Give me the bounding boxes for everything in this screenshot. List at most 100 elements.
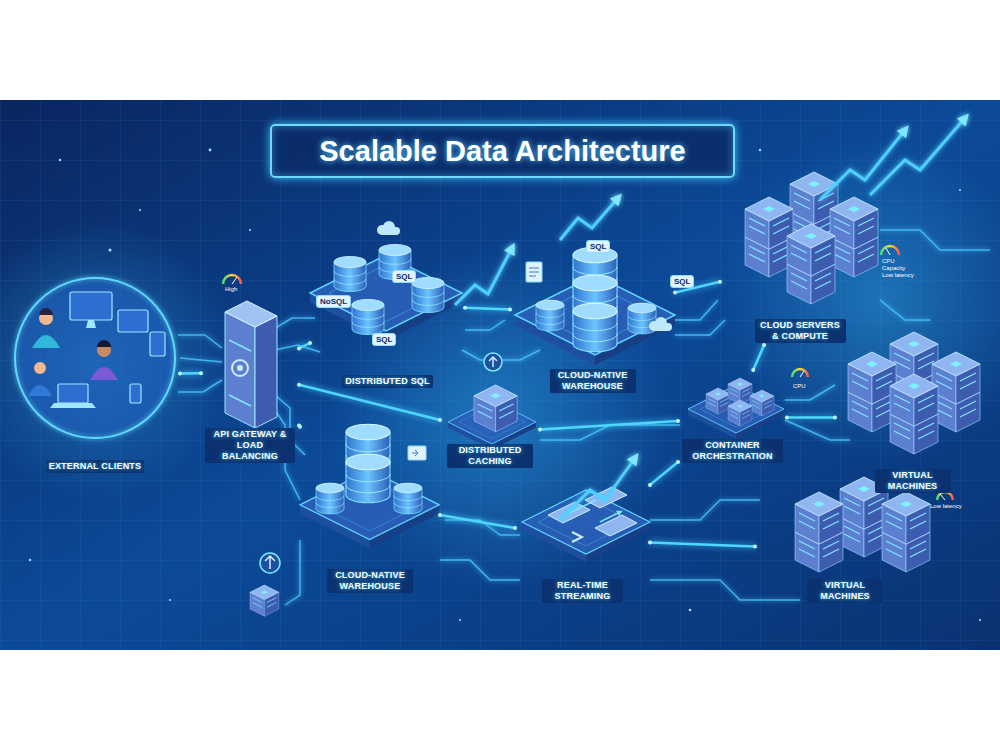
- warehouse-bottom-illustration-part: [346, 454, 390, 502]
- connector: [540, 421, 678, 430]
- platform-node: EXTERNAL CLIENTS: [10, 275, 180, 475]
- stars: [29, 149, 981, 621]
- external-clients-illustration-part: [97, 340, 111, 347]
- external-clients-illustration-part: [58, 384, 88, 403]
- external-clients-illustration-part: [39, 308, 53, 315]
- server-stacks-part: [932, 352, 980, 432]
- growth-arrows-part: [820, 130, 905, 200]
- growth-arrows-part: [560, 198, 618, 240]
- real-time-streaming-illustration: [522, 487, 650, 562]
- gauge-caption: Capacity: [882, 265, 905, 272]
- node-label: EXTERNAL CLIENTS: [46, 460, 145, 473]
- gauge-caption: Low latency: [882, 272, 914, 279]
- circuit-traces-part: [675, 300, 718, 320]
- api-gateway-illustration-part: [232, 360, 248, 376]
- gauge-icons-part: [881, 246, 899, 255]
- upload-icon: [250, 553, 280, 616]
- distributed-sql-illustration-part: [412, 277, 444, 312]
- platform-node: VIRTUAL MACHINES: [755, 495, 935, 605]
- growth-arrows-part: [870, 118, 965, 195]
- real-time-streaming-illustration-part: [595, 515, 637, 536]
- connector-dot: [178, 372, 182, 376]
- distributed-sql-illustration-part: [334, 256, 366, 291]
- server-stacks-part: [787, 224, 835, 304]
- warehouse-top-illustration-part: [649, 317, 672, 331]
- gauge-icons-part: [940, 494, 945, 500]
- connector: [650, 462, 678, 485]
- container-orchestration-illustration-part: [728, 400, 752, 426]
- database-tag: SQL: [670, 275, 694, 288]
- warehouse-bottom-illustration-part: [412, 450, 418, 456]
- api-gateway-illustration-part: [255, 316, 277, 428]
- node-label: CLOUD-NATIVE WAREHOUSE: [550, 369, 636, 393]
- stars-part: [29, 559, 31, 561]
- connector-dot: [308, 341, 312, 345]
- circuit-traces-part: [178, 380, 222, 392]
- glow-spots-part: [720, 140, 1000, 460]
- node-label: DISTRIBUTED SQL: [342, 375, 433, 388]
- warehouse-bottom-illustration-part: [394, 483, 422, 514]
- circuit-traces-part: [275, 345, 320, 352]
- container-orchestration-illustration: [688, 378, 784, 439]
- connector-dot: [648, 541, 652, 545]
- connector: [753, 345, 764, 370]
- external-clients-illustration-part: [50, 403, 96, 408]
- upload-icon-part: [250, 585, 279, 616]
- platform-node: API GATEWAY & LOAD BALANCING: [201, 280, 299, 465]
- external-clients-illustration: [15, 278, 175, 438]
- connector-dot: [298, 425, 302, 429]
- circuit-traces-part: [880, 300, 930, 320]
- gauge-icons-part: [232, 277, 237, 284]
- connector-dot: [297, 346, 301, 350]
- gauge-icons-part: [886, 248, 890, 255]
- database-tag: SQL: [372, 333, 396, 346]
- real-time-streaming-illustration-part: [572, 532, 582, 542]
- api-gateway-illustration-part: [225, 301, 277, 327]
- gauge-icons-part: [223, 275, 241, 284]
- connector-dot: [438, 418, 442, 422]
- warehouse-top-illustration: [515, 247, 675, 365]
- node-label: CONTAINER ORCHESTRATION: [682, 439, 783, 463]
- node-label: VIRTUAL MACHINES: [875, 469, 951, 493]
- connector: [180, 372, 201, 375]
- platform-node: VIRTUAL MACHINES: [835, 340, 990, 495]
- circuit-traces-part: [650, 580, 800, 600]
- connector-dot: [648, 483, 652, 487]
- database-tag: NoSQL: [316, 295, 351, 308]
- connector-dot: [199, 371, 203, 375]
- connector-dot: [676, 419, 680, 423]
- stars-part: [139, 209, 141, 211]
- platform-node: REAL-TIME STREAMING: [515, 475, 650, 605]
- distributed-sql-illustration: [310, 221, 462, 341]
- warehouse-top-illustration-part: [573, 303, 617, 351]
- connector-dot: [753, 545, 757, 549]
- connector-dot: [297, 383, 301, 387]
- connector: [465, 308, 510, 310]
- warehouse-bottom-illustration-part: [408, 446, 426, 460]
- node-label: VIRTUAL MACHINES: [807, 579, 883, 603]
- external-clients-illustration-part: [90, 367, 118, 380]
- warehouse-top-illustration-part: [529, 268, 539, 276]
- server-stacks-part: [848, 352, 896, 432]
- node-label: DISTRIBUTED CACHING: [447, 444, 533, 468]
- circuit-traces-part: [178, 335, 222, 348]
- api-gateway-illustration-part: [237, 365, 243, 371]
- external-clients-illustration-part: [70, 292, 112, 320]
- circuit-traces-part: [880, 230, 990, 250]
- distributed-caching-illustration-part: [474, 385, 517, 432]
- circuit-traces: [178, 230, 990, 605]
- external-clients-illustration-part: [86, 320, 96, 328]
- connector-dot: [762, 343, 766, 347]
- distributed-sql-illustration-part: [352, 299, 384, 334]
- external-clients-illustration-part: [15, 278, 175, 438]
- node-label: CLOUD-NATIVE WAREHOUSE: [327, 569, 413, 593]
- platform-node: CLOUD-NATIVE WAREHOUSE: [300, 410, 440, 595]
- circuit-traces-part: [440, 560, 520, 580]
- api-gateway-illustration-part: [225, 312, 255, 428]
- platform-node: CONTAINER ORCHESTRATION: [678, 370, 787, 465]
- connector: [440, 515, 515, 528]
- external-clients-illustration-part: [130, 384, 141, 403]
- circuit-traces-part: [272, 318, 315, 330]
